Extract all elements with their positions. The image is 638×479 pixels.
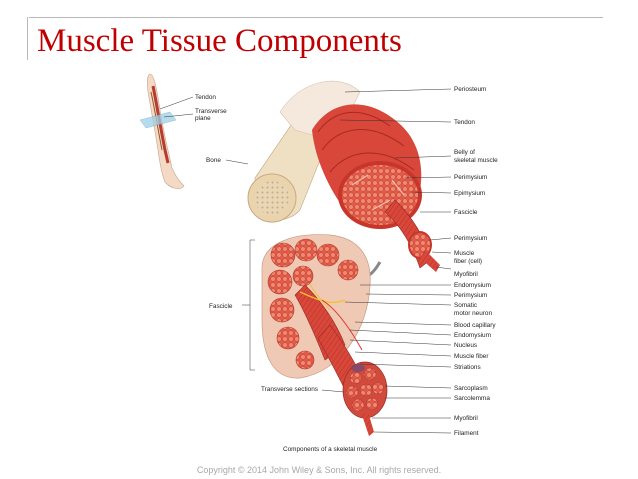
label-bone: Bone: [206, 157, 221, 164]
label-myofibril: Myofibril: [454, 271, 478, 278]
label-perimysium-3: Perimysium: [454, 292, 487, 299]
label-perimysium: Perimysium: [454, 174, 487, 181]
label-endomysium-2: Endomysium: [454, 332, 491, 339]
label-fascicle-left: Fascicle: [209, 303, 233, 310]
figure-caption: Components of a skeletal muscle: [283, 446, 378, 453]
fascicle-cross-section: [262, 235, 370, 379]
label-transverse-plane-2: plane: [195, 115, 211, 122]
label-transverse-sections: Transverse sections: [261, 386, 318, 393]
label-endomysium: Endomysium: [454, 282, 491, 289]
arm-inset-illustration: [140, 74, 193, 189]
fascicle-bracket: [250, 240, 255, 370]
label-muscle-fiber-1: Muscle: [454, 250, 475, 257]
label-belly-2: skeletal muscle: [454, 157, 498, 164]
label-sarcoplasm: Sarcoplasm: [454, 385, 488, 392]
label-somatic-2: motor neuron: [454, 310, 492, 317]
label-belly-1: Belly of: [454, 149, 475, 156]
copyright-footer: Copyright © 2014 John Wiley & Sons, Inc.…: [0, 465, 638, 475]
label-striations: Striations: [454, 364, 481, 371]
label-periosteum: Periosteum: [454, 86, 486, 93]
label-fascicle: Fascicle: [454, 209, 478, 216]
label-transverse-plane-1: Transverse: [195, 108, 227, 115]
label-filament: Filament: [454, 430, 479, 437]
label-perimysium-2: Perimysium: [454, 235, 487, 242]
label-muscle-fiber: Muscle fiber: [454, 353, 489, 360]
label-sarcolemma: Sarcolemma: [454, 395, 490, 402]
label-somatic-1: Somatic: [454, 302, 478, 309]
label-nucleus: Nucleus: [454, 342, 477, 349]
label-blood-capillary: Blood capillary: [454, 322, 496, 329]
label-tendon-inset: Tendon: [195, 94, 216, 101]
label-muscle-fiber-2: fiber (cell): [454, 258, 482, 265]
label-myofibril-2: Myofibril: [454, 415, 478, 422]
label-tendon: Tendon: [454, 119, 475, 126]
label-epimysium: Epimysium: [454, 190, 485, 197]
